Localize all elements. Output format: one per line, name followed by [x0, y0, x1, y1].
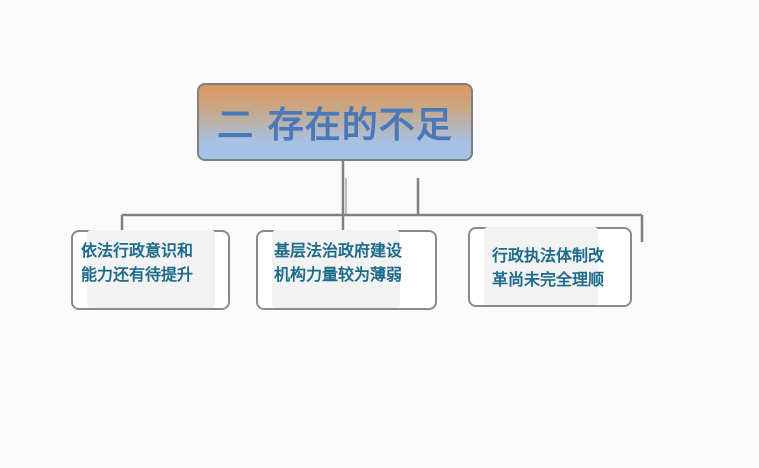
- child-node-3-line-1: 行政执法体制改: [492, 246, 605, 265]
- title-node: 二 存在的不足: [197, 83, 473, 161]
- diagram-title: 二 存在的不足: [217, 104, 453, 146]
- child-node-2: 基层法治政府建设 机构力量较为薄弱: [256, 230, 437, 310]
- child-node-1-line-1: 依法行政意识和: [81, 241, 194, 260]
- child-node-3: 行政执法体制改 革尚未完全理顺: [468, 227, 632, 307]
- child-node-2-line-2: 机构力量较为薄弱: [274, 265, 403, 284]
- child-node-2-fill: [272, 230, 400, 308]
- child-node-3-line-2: 革尚未完全理顺: [492, 270, 605, 289]
- child-node-3-fill: [484, 227, 598, 305]
- child-node-1-line-2: 能力还有待提升: [81, 265, 194, 284]
- child-node-1-fill: [87, 230, 215, 308]
- child-node-1: 依法行政意识和 能力还有待提升: [71, 230, 230, 310]
- child-node-2-line-1: 基层法治政府建设: [274, 241, 403, 260]
